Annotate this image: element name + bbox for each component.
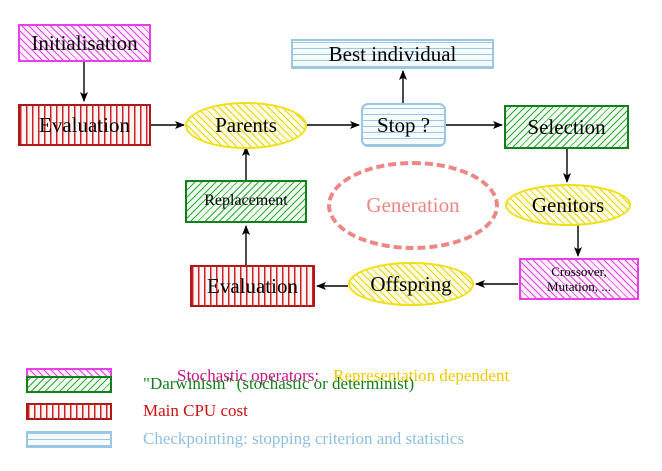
node-evaluation-bottom[interactable]: Evaluation: [190, 265, 315, 307]
legend-row: "Darwinism" (stochastic or determinist): [26, 374, 414, 394]
node-replacement-label: Replacement: [204, 192, 288, 210]
node-initialisation-label: Initialisation: [31, 30, 138, 55]
legend-label-part1: Stochastic operators:: [177, 366, 320, 385]
legend-swatch-main-cpu-cost: [26, 402, 112, 420]
node-evaluation-top[interactable]: Evaluation: [18, 104, 151, 146]
node-stop[interactable]: Stop ?: [361, 103, 446, 147]
node-selection-label: Selection: [527, 114, 606, 139]
node-genitors-label: Genitors: [531, 192, 605, 217]
node-crossover-mutation[interactable]: Crossover, Mutation, ...: [519, 258, 639, 300]
node-evaluation-top-label: Evaluation: [39, 112, 130, 137]
node-crossover-mutation-label: Crossover, Mutation, ...: [547, 263, 611, 294]
legend: Stochastic operators: Representation depe…: [0, 340, 662, 450]
node-selection[interactable]: Selection: [504, 105, 629, 149]
node-replacement[interactable]: Replacement: [185, 180, 307, 223]
legend-label-main-cpu-cost: Main CPU cost: [143, 401, 248, 420]
legend-row: Main CPU cost: [26, 401, 248, 421]
node-initialisation[interactable]: Initialisation: [18, 24, 151, 62]
node-offspring-label: Offspring: [370, 271, 452, 296]
legend-label-darwinism: "Darwinism" (stochastic or determinist): [143, 374, 415, 393]
legend-label-part2: Representation dependent: [333, 366, 510, 385]
legend-row: Checkpointing: stopping criterion and st…: [26, 429, 464, 449]
generation-ring: Generation: [327, 161, 499, 250]
node-parents-label: Parents: [215, 113, 277, 138]
legend-label-stochastic-operators: Stochastic operators: Representation depe…: [143, 346, 509, 406]
legend-swatch-darwinism: [26, 375, 112, 393]
node-stop-label: Stop ?: [376, 112, 431, 137]
node-best-individual-label: Best individual: [328, 41, 457, 66]
node-genitors[interactable]: Genitors: [505, 184, 631, 226]
legend-label-checkpointing: Checkpointing: stopping criterion and st…: [143, 429, 465, 448]
legend-swatch-checkpointing: [26, 430, 112, 448]
node-evaluation-bottom-label: Evaluation: [207, 273, 298, 298]
node-parents[interactable]: Parents: [185, 102, 307, 149]
generation-ring-label: Generation: [366, 193, 460, 217]
node-offspring[interactable]: Offspring: [348, 262, 474, 306]
node-best-individual[interactable]: Best individual: [291, 39, 494, 69]
